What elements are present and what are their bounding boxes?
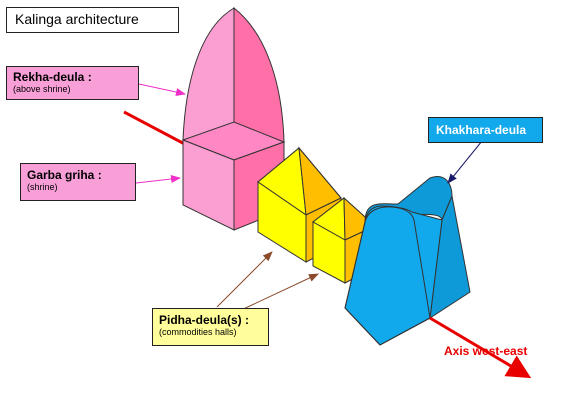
khakhara-deula-label: Khakhara-deula	[428, 117, 543, 143]
pidha-deula-subtitle: (commodities halls)	[159, 327, 237, 337]
garba-griha-subtitle: (shrine)	[27, 182, 58, 192]
rekha-deula-title: Rekha-deula :	[13, 70, 92, 84]
axis-line-east	[429, 316, 532, 379]
garba-arrow	[135, 175, 181, 184]
axis-label: Axis west-east	[444, 344, 528, 358]
khakhara-deula-title: Khakhara-deula	[436, 123, 527, 137]
garba-griha-title: Garba griha :	[27, 168, 102, 182]
rekha-arrow	[138, 83, 186, 96]
rekha-deula-label: Rekha-deula : (above shrine)	[6, 66, 139, 100]
pidha-deula-title: Pidha-deula(s) :	[159, 313, 250, 327]
garba-griha-label: Garba griha : (shrine)	[20, 163, 136, 201]
diagram-title: Kalinga architecture	[6, 7, 179, 33]
khakhara-arrow	[447, 140, 483, 184]
pidha-arrow-large	[216, 251, 273, 308]
khakhara-deula-shape	[344, 176, 471, 346]
rekha-deula-shape	[182, 6, 285, 161]
rekha-deula-subtitle: (above shrine)	[13, 84, 71, 94]
pidha-deula-label: Pidha-deula(s) : (commodities halls)	[152, 308, 269, 346]
